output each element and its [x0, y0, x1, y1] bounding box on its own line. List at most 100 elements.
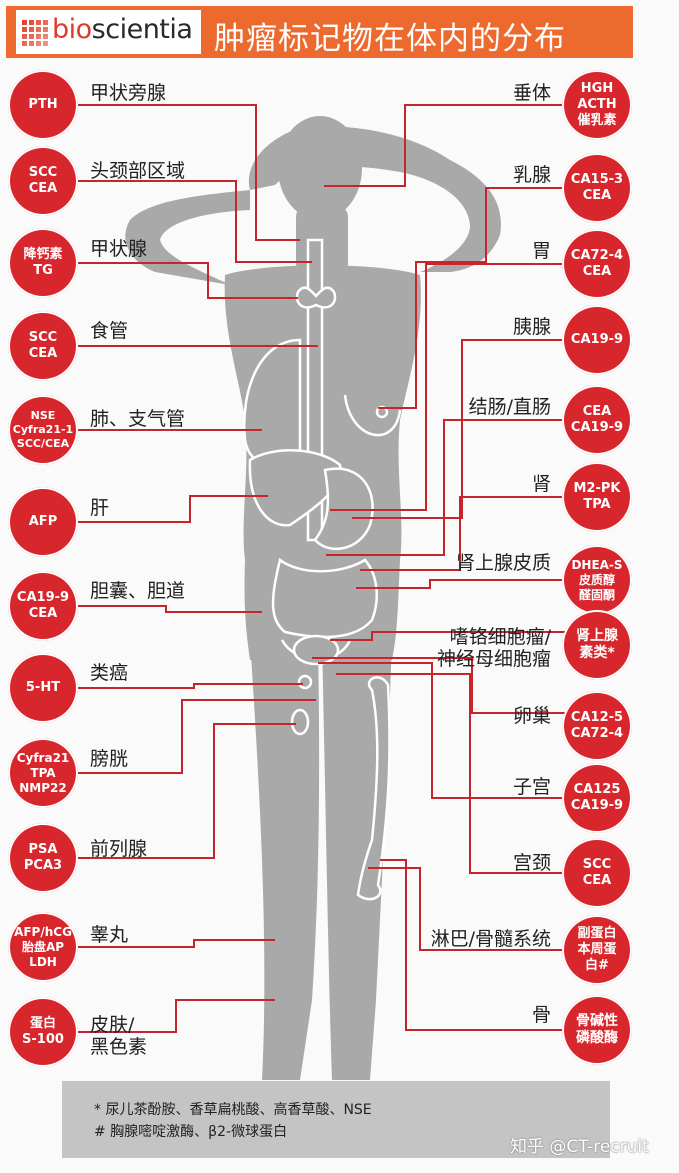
organ-text: 嗜铬细胞瘤/ — [449, 626, 551, 648]
organ-label-pheochromocytoma: 嗜铬细胞瘤/ 神经母细胞瘤 — [437, 626, 551, 670]
organ-text: 胃 — [531, 240, 551, 262]
marker-circle-pancreas: CA19-9 — [562, 305, 632, 375]
marker-circle-bone: 骨碱性 磷酸酶 — [562, 995, 632, 1065]
organ-label-uterus: 子宫 — [513, 776, 551, 798]
logo-prefix: bio — [52, 14, 92, 45]
breast — [343, 394, 402, 437]
organ-text: 胰腺 — [512, 316, 551, 338]
footnote-box: * 尿儿茶酚胺、香草扁桃酸、高香草酸、NSE # 胸腺嘧啶激酶、β2-微球蛋白 — [62, 1081, 610, 1158]
organ-text: 神经母细胞瘤 — [436, 648, 551, 670]
organ-label-bone: 骨 — [532, 1004, 551, 1026]
organ-label-lymph: 淋巴/骨髓系统 — [431, 928, 551, 950]
marker-circle-head-neck: SCC CEA — [8, 146, 78, 216]
organ-text: 前列腺 — [90, 838, 148, 860]
marker-circle-liver: AFP — [8, 487, 78, 557]
organ-text: 肾上腺皮质 — [455, 552, 551, 574]
marker-circle-prostate: PSA PCA3 — [8, 823, 78, 893]
organ-label-colon: 结肠/直肠 — [469, 396, 551, 418]
logo: bioscientia — [16, 10, 201, 54]
marker-text: HGH — [580, 80, 614, 96]
organ-label-stomach: 胃 — [532, 240, 551, 262]
organ-label-testis: 睾丸 — [90, 924, 128, 946]
footnote-1: * 尿儿茶酚胺、香草扁桃酸、高香草酸、NSE — [94, 1102, 372, 1118]
marker-text: NMP22 — [19, 780, 67, 795]
organ-label-gallbladder: 胆囊、胆道 — [90, 580, 185, 602]
marker-text: CA19-9 — [16, 589, 70, 605]
thyroid — [295, 286, 337, 309]
marker-text: TPA — [30, 765, 56, 780]
organ-text: 头颈部区域 — [90, 160, 186, 182]
marker-circle-carcinoid: 5-HT — [8, 653, 78, 723]
marker-circle-pheochromocytoma: 肾上腺 素类* — [562, 610, 632, 680]
marker-text: CEA — [28, 606, 58, 621]
marker-text: CA19-9 — [570, 331, 624, 347]
marker-text: M2-PK — [573, 480, 621, 496]
marker-text: SCC — [582, 856, 612, 872]
marker-circle-uterus: CA125 CA19-9 — [562, 763, 632, 833]
logo-text: bioscientia — [52, 14, 193, 45]
marker-text: CA125 — [573, 781, 621, 797]
marker-text: TPA — [583, 497, 611, 512]
marker-text: Cyfra21 — [16, 750, 70, 765]
organ-text: 食管 — [90, 320, 129, 342]
marker-text: 蛋白 — [29, 1015, 56, 1031]
marker-text: CA12-5 — [570, 709, 624, 725]
marker-circle-pituitary: HGH ACTH 催乳素 — [562, 70, 632, 140]
organ-label-cervix: 宫颈 — [513, 852, 551, 874]
organ-text: 睾丸 — [90, 924, 129, 946]
femur — [356, 676, 391, 901]
marker-circle-breast: CA15-3 CEA — [562, 153, 632, 223]
marker-text: 骨碱性 — [576, 1012, 618, 1029]
logo-suffix: scientia — [91, 14, 193, 45]
marker-text: CA19-9 — [570, 798, 624, 813]
logo-grid-icon — [22, 20, 48, 46]
marker-text: CEA — [582, 873, 612, 888]
marker-text: CEA — [28, 181, 58, 196]
organ-label-ovary: 卵巢 — [513, 705, 551, 727]
organ-text: 黑色素 — [90, 1036, 148, 1058]
watermark: 知乎 @CT-recruit — [510, 1137, 649, 1157]
marker-text: 素类* — [579, 645, 615, 661]
organ-label-breast: 乳腺 — [513, 164, 551, 186]
organ-label-pancreas: 胰腺 — [513, 316, 551, 338]
marker-text: 副蛋白 — [577, 925, 617, 941]
marker-text: CEA — [28, 346, 58, 361]
organ-text: 甲状旁腺 — [90, 82, 167, 104]
marker-circle-colon: CEA CA19-9 — [562, 385, 632, 455]
marker-text: ACTH — [577, 96, 617, 112]
organ-text: 甲状腺 — [90, 238, 148, 260]
organ-text: 宫颈 — [512, 852, 551, 874]
marker-circle-ovary: CA12-5 CA72-4 — [562, 691, 632, 761]
organ-label-thyroid: 甲状腺 — [90, 238, 147, 260]
organ-text: 结肠/直肠 — [468, 396, 551, 418]
organ-label-parathyroid: 甲状旁腺 — [90, 82, 166, 104]
marker-text: CA72-4 — [570, 247, 624, 263]
marker-text: SCC — [28, 329, 58, 345]
organ-text: 类癌 — [90, 662, 129, 684]
marker-text: S-100 — [22, 1032, 64, 1047]
organ-text: 皮肤/ — [90, 1014, 135, 1036]
organ-label-adrenal-cortex: 肾上腺皮质 — [456, 552, 551, 574]
marker-text: 本周蛋 — [577, 941, 617, 957]
organ-label-lung: 肺、支气管 — [90, 408, 185, 430]
marker-text: NSE — [30, 409, 56, 423]
marker-text: 5-HT — [25, 679, 61, 695]
marker-circle-gallbladder: CA19-9 CEA — [8, 571, 78, 641]
marker-text: CA19-9 — [570, 420, 624, 435]
marker-text: TG — [33, 263, 53, 278]
stomach — [313, 467, 374, 551]
marker-text: 肾上腺 — [576, 627, 618, 644]
organ-text: 膀胱 — [90, 748, 129, 770]
marker-circle-thyroid: 降钙素 TG — [8, 228, 78, 298]
marker-text: CEA — [582, 264, 612, 279]
marker-text: 皮质醇 — [578, 572, 615, 587]
organ-text: 骨 — [531, 1004, 551, 1026]
organ-text: 肾 — [531, 473, 551, 495]
marker-text: 胎盘AP — [21, 939, 65, 954]
marker-circle-cervix: SCC CEA — [562, 838, 632, 908]
organ-label-kidney: 肾 — [532, 473, 551, 495]
marker-text: 磷酸酶 — [576, 1030, 618, 1046]
marker-text: PCA3 — [23, 858, 63, 873]
marker-text: LDH — [29, 954, 57, 969]
